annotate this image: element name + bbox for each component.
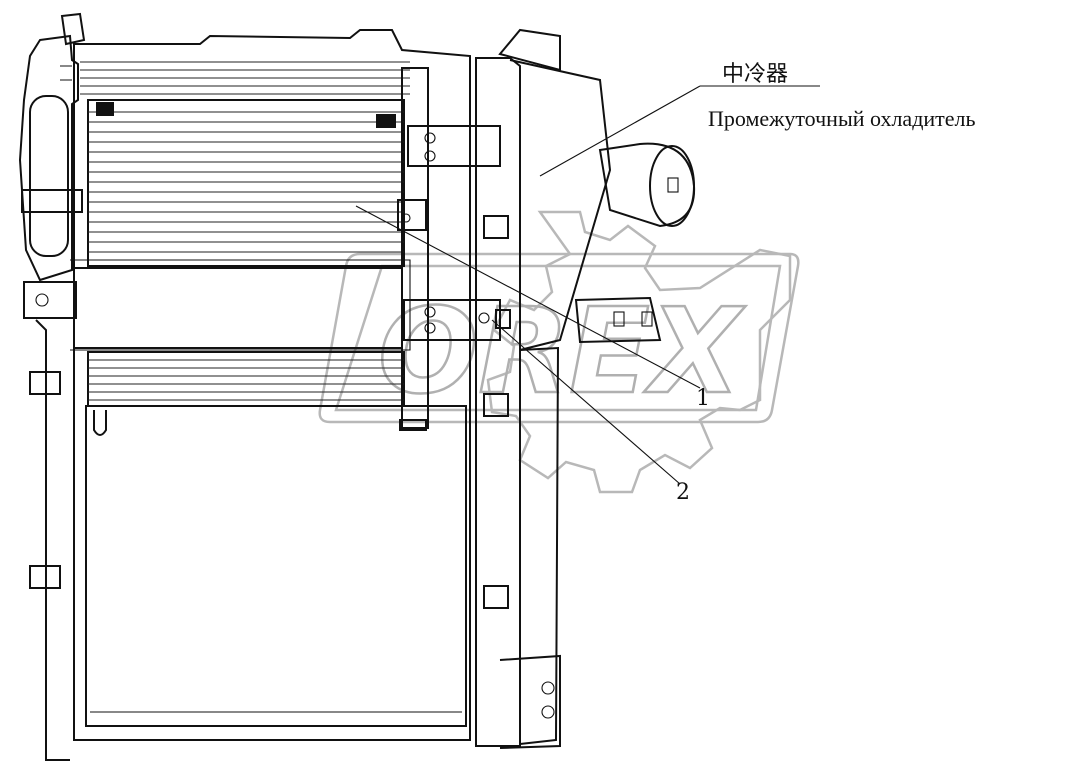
leader-callout-1 (355, 205, 701, 389)
watermark-gear (486, 210, 792, 494)
leader-callout-2 (491, 319, 681, 485)
intercooler-outlet-pipe (574, 142, 696, 344)
watermark-badge-inner (334, 264, 782, 412)
label-intercooler-ru: Промежуточный охладитель (708, 106, 976, 131)
middle-tank (397, 67, 501, 431)
left-side-tank (18, 12, 86, 761)
leader-intercooler (539, 85, 701, 177)
label-intercooler-cn: 中冷器 (722, 62, 789, 87)
right-side-tank (475, 28, 612, 749)
radiator-core-lower (87, 351, 405, 436)
callout-2: 2 (676, 480, 690, 505)
leader-lines (355, 85, 820, 485)
watermark-logo-text: OREX (378, 282, 746, 420)
intercooler-core-upper (80, 61, 410, 267)
callout-1: 1 (696, 386, 710, 411)
orex-watermark: OREX (318, 210, 800, 494)
